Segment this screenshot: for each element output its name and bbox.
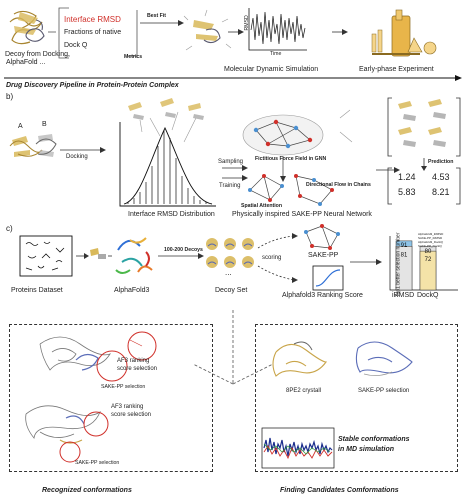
decoy-caption: Decoy from Docking,	[5, 51, 70, 58]
bar-alphafold3-irmsd	[395, 246, 413, 291]
proteins-dataset-caption: Proteins Dataset	[11, 287, 63, 294]
directional-flow-label: Directional Flow in Chains	[306, 182, 371, 188]
prediction-value-4: 8.21	[432, 187, 450, 197]
decoy-ellipsis: ...	[225, 268, 232, 277]
legend-af3-irmsd: Alphafold3_iRMSD	[418, 232, 444, 236]
metric-interface-rmsd: Interface RMSD	[64, 15, 121, 24]
sake-selection-label-right: SAKE-PP selection	[358, 388, 410, 394]
sake-selection-label-1: SAKE-PP selection	[101, 384, 146, 390]
bar-alphafold3-dockq	[419, 250, 437, 291]
network-caption: Physically inspired SAKE-PP Neural Netwo…	[232, 211, 372, 218]
chart-legend: Alphafold3_iRMSD SAKE-PP_iRMSD Alphafold…	[418, 232, 443, 248]
decoy-caption-2: AlphaFold ...	[6, 59, 46, 66]
finding-candidates-caption: Finding Candidates Comformations	[280, 487, 399, 494]
bar-value-label: 80	[425, 249, 432, 255]
bar-value-label: 81	[401, 252, 408, 258]
finding-candidates-box	[255, 324, 458, 472]
legend-sake-irmsd: SAKE-PP_iRMSD	[418, 236, 443, 240]
decoy-set-caption: Decoy Set	[215, 287, 248, 294]
crystal-caption: 8PE2 crystall	[286, 388, 322, 394]
af3-selection-label-1: AF3 ranking	[117, 358, 150, 364]
af3-selection-label-1b: score selection	[117, 366, 158, 372]
time-axis-label: Time	[270, 51, 282, 57]
category-dockq: DockQ	[417, 292, 439, 299]
prediction-value-3: 5.83	[398, 187, 416, 197]
legend-af3-dockq: Alphafold3_DockQ	[418, 240, 444, 244]
af3-selection-label-2b: score selection	[111, 412, 152, 418]
bar-value-label: 72	[425, 257, 432, 263]
alphafold3-caption: AlphaFold3	[114, 287, 150, 294]
af3-selection-label-2: AF3 ranking	[111, 404, 144, 410]
metric-fnat: Fractions of native	[64, 29, 122, 36]
metrics-label: Metrics	[124, 54, 143, 60]
stable-conformations-label: Stable conformations	[338, 436, 410, 443]
chain-a-label: A	[18, 123, 23, 130]
metric-more: ...	[64, 51, 70, 58]
training-label: Training	[219, 183, 241, 189]
best-fit-label: Best Fit	[147, 13, 167, 19]
recognized-conformations-caption: Recognized conformations	[42, 487, 132, 494]
panel-c-label: c)	[6, 224, 13, 233]
prediction-value-1: 1.24	[398, 172, 416, 182]
pipeline-title: Drug Discovery Pipeline in Protein-Prote…	[6, 82, 179, 89]
metric-dockq: Dock Q	[64, 42, 88, 49]
prediction-value-2: 4.53	[432, 172, 450, 182]
sake-selection-label-2: SAKE-PP selection	[75, 460, 120, 466]
recognized-conformations-box	[9, 324, 213, 472]
prediction-label: Prediction	[428, 159, 454, 165]
bar-value-label: 91	[401, 243, 408, 249]
decoys-count-label: 100-200 Decoys	[164, 247, 203, 253]
fictitious-force-label: Fictitious Force Field in GNN	[255, 156, 327, 162]
chain-b-label: B	[42, 121, 47, 128]
sake-pp-caption: SAKE-PP	[308, 252, 339, 259]
docking-label: Docking	[66, 154, 88, 160]
legend-sake-dockq: SAKE-PP_DockQ	[418, 244, 442, 248]
scoring-label: scoring	[262, 255, 282, 261]
distribution-caption: Interface RMSD Distribution	[128, 211, 215, 218]
spatial-attention-label: Spatial Attention	[241, 203, 283, 209]
af3-ranking-caption: Alphafold3 Ranking Score	[282, 292, 363, 299]
category-irmsd: iRMSD	[392, 292, 415, 299]
early-phase-caption: Early-phase Experiment	[359, 66, 434, 73]
panel-b-label: b)	[6, 92, 14, 101]
stable-conformations-label-2: in MD simulation	[338, 446, 394, 453]
sampling-label: Sampling	[218, 159, 244, 165]
md-caption: Molecular Dynamic Simulation	[224, 66, 319, 73]
